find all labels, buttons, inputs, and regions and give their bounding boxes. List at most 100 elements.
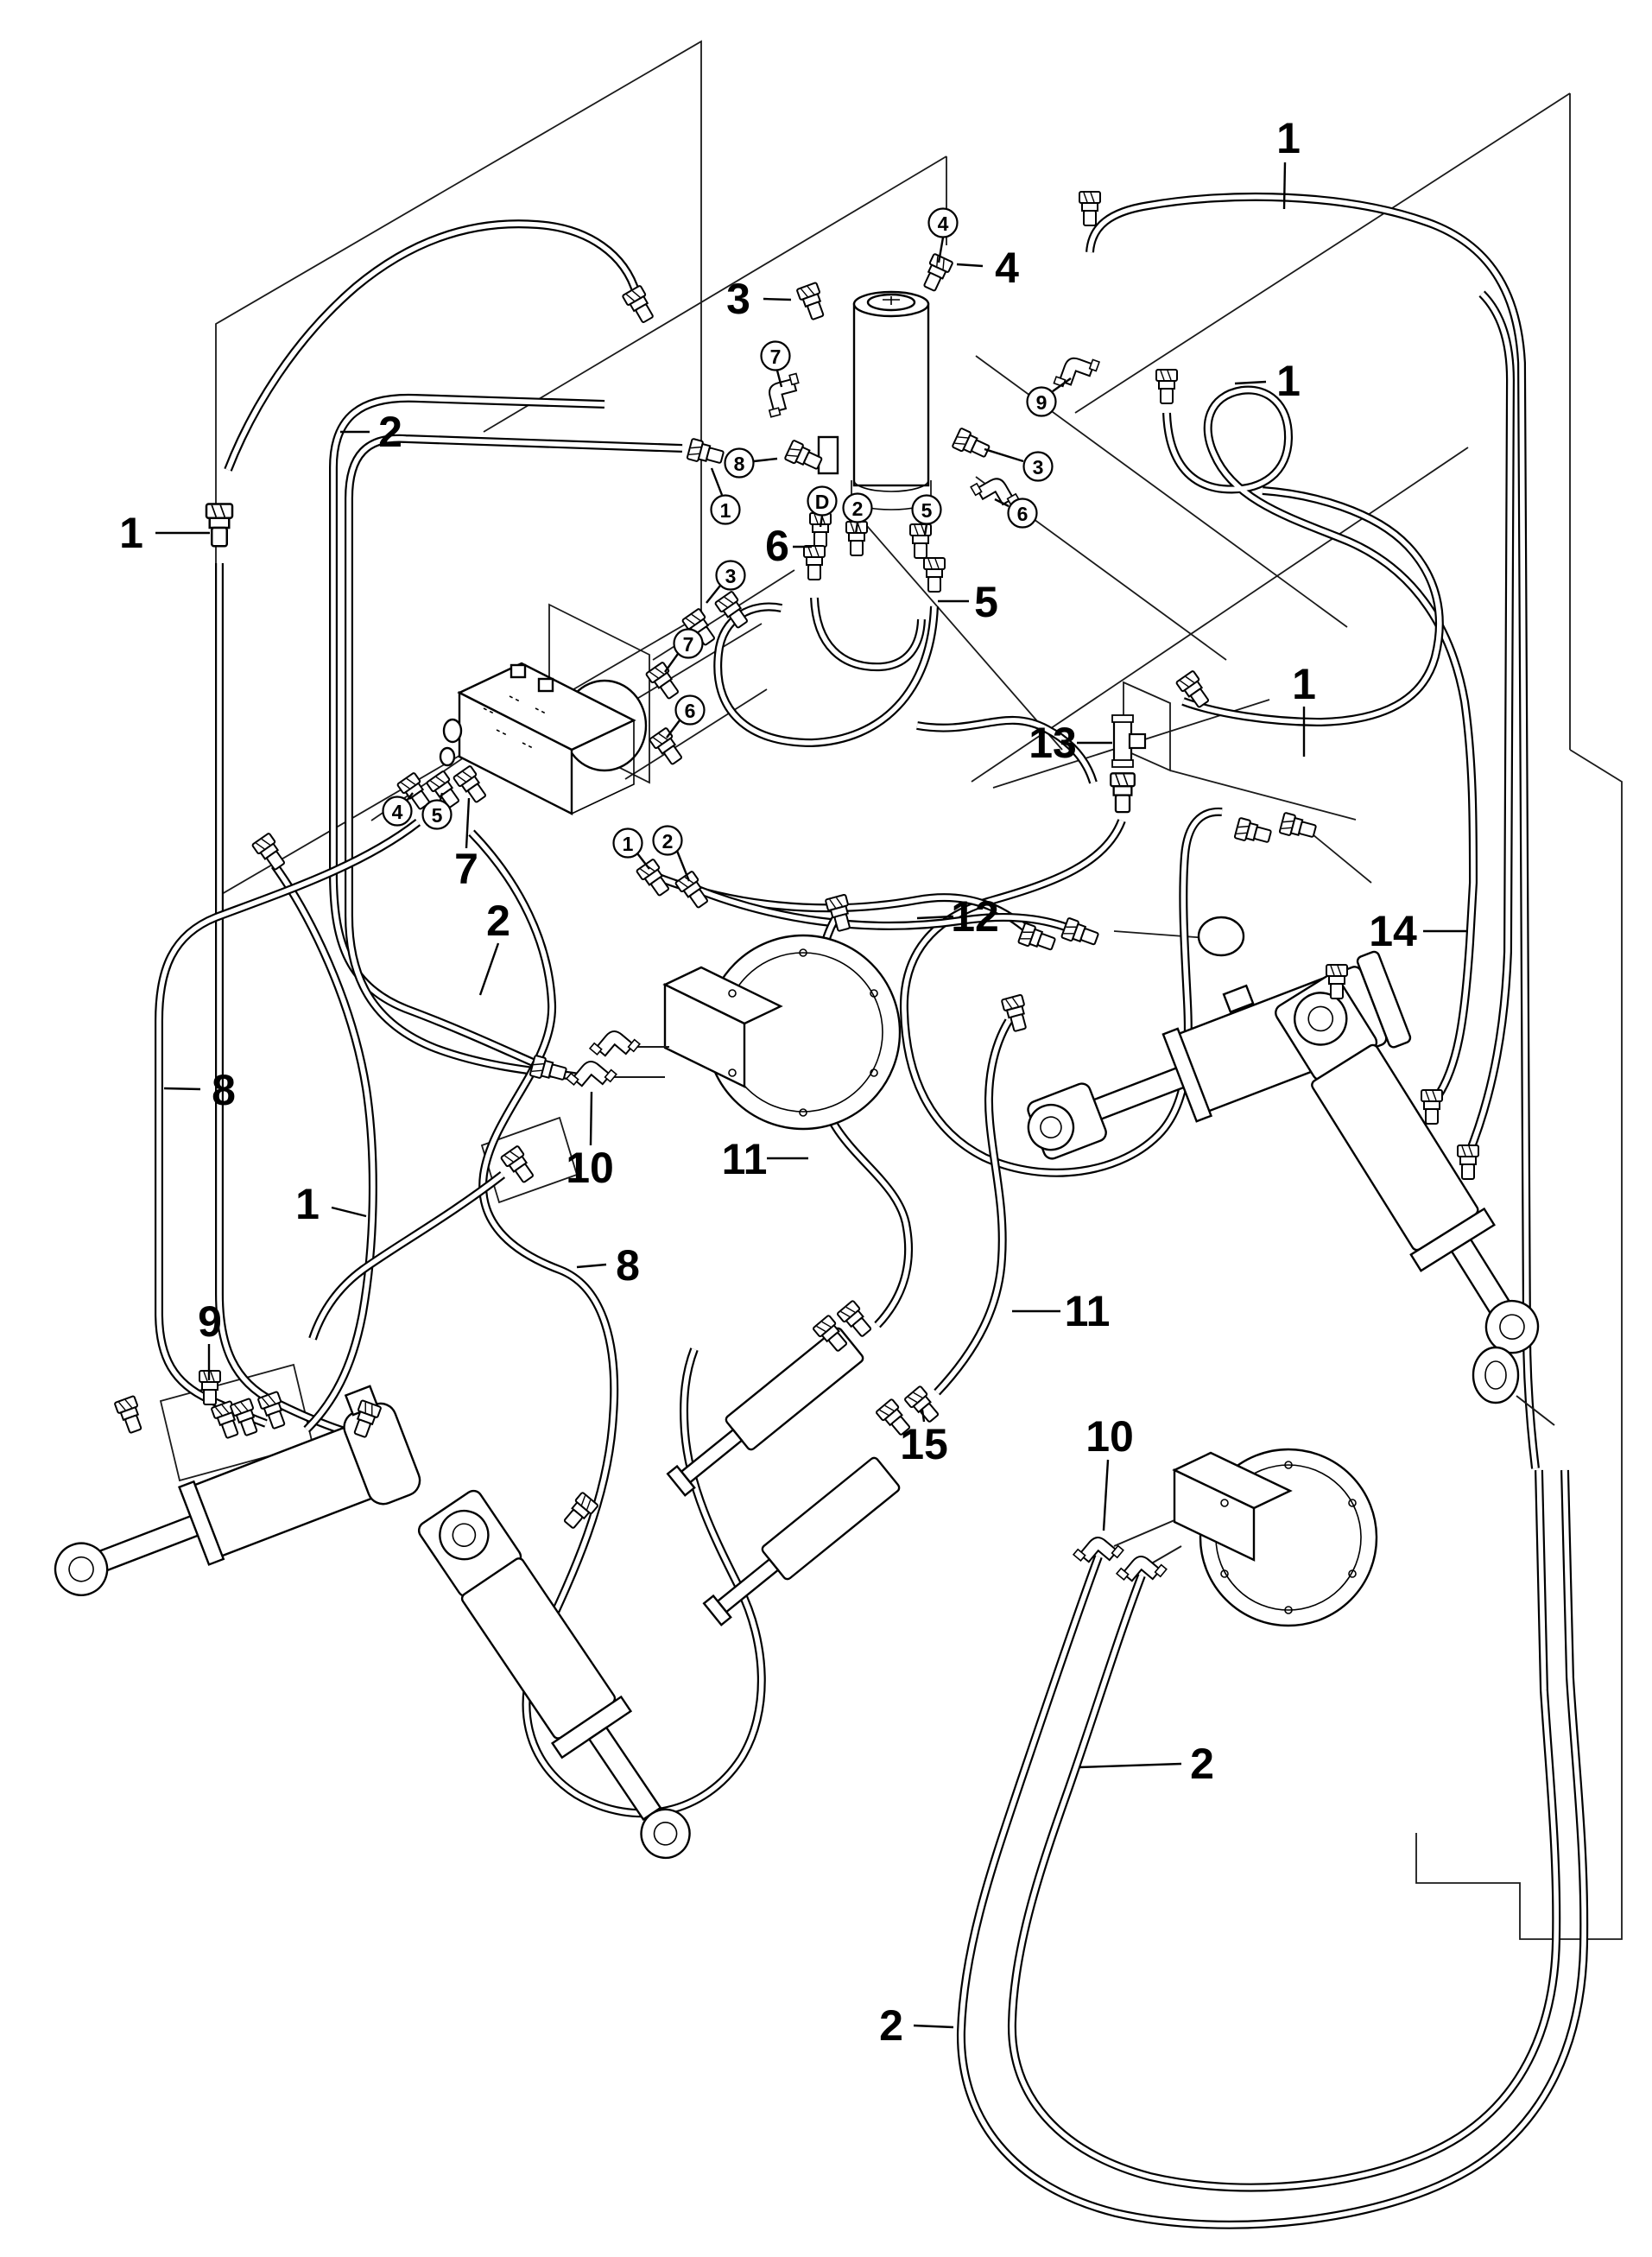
ref-circle-1 xyxy=(710,494,741,525)
leader-line xyxy=(710,467,724,496)
part-label-12: 12 xyxy=(951,892,999,941)
ref-circle-1 xyxy=(612,827,643,859)
ref-label-6: 6 xyxy=(1017,503,1029,525)
part-label-11: 11 xyxy=(722,1135,768,1183)
leader-line xyxy=(956,263,984,268)
part-label-10: 10 xyxy=(566,1144,614,1192)
part-label-2: 2 xyxy=(486,897,510,945)
tilt-cylinder-right xyxy=(1275,973,1540,1354)
leader-line xyxy=(921,1409,926,1423)
grommet xyxy=(1472,1346,1555,1426)
leader-line xyxy=(753,457,778,463)
ref-circle-4 xyxy=(382,796,413,827)
rear-drive-motor xyxy=(1113,1448,1378,1627)
ref-circle-4 xyxy=(927,207,959,238)
part-label-13: 13 xyxy=(1029,719,1077,767)
part-label-2: 2 xyxy=(879,2001,903,2050)
ref-label-5: 5 xyxy=(432,804,443,827)
part-label-14: 14 xyxy=(1369,907,1417,955)
ref-circle-5 xyxy=(421,799,453,830)
leader-line xyxy=(478,942,500,996)
ref-label-2: 2 xyxy=(852,498,864,520)
ref-circle-6 xyxy=(1007,498,1038,529)
part-label-11: 11 xyxy=(1065,1287,1111,1335)
part-label-8: 8 xyxy=(616,1241,640,1290)
ref-circle-6 xyxy=(674,694,706,726)
part-label-6: 6 xyxy=(765,522,789,570)
gas-damper-rear xyxy=(702,1456,901,1626)
ref-label-7: 7 xyxy=(770,346,782,368)
components xyxy=(54,290,1555,1860)
leader-line xyxy=(937,237,945,263)
accumulator-cylinder xyxy=(817,290,932,510)
leader-line xyxy=(916,915,954,920)
ref-label-1: 1 xyxy=(623,833,634,855)
ref-label-7: 7 xyxy=(683,633,694,656)
ref-label-2: 2 xyxy=(662,830,674,853)
leader-line xyxy=(636,853,650,870)
hose-1-left-arc xyxy=(228,224,636,470)
leader-line xyxy=(465,797,471,849)
ref-label-9: 9 xyxy=(1036,391,1048,414)
part-label-1: 1 xyxy=(295,1180,320,1228)
ref-label-1: 1 xyxy=(720,499,731,522)
ref-circle-8 xyxy=(724,447,755,479)
cylinder-port-dome xyxy=(1197,916,1245,957)
hose-1-diagonal xyxy=(275,865,373,1430)
leader-line xyxy=(984,447,1024,463)
hose-6-u xyxy=(814,598,921,667)
hose-14-b xyxy=(1468,294,1510,1156)
ref-label-4: 4 xyxy=(938,212,949,235)
hose-5-u xyxy=(718,606,934,743)
hose-11-rear xyxy=(937,1021,1009,1392)
part-label-4: 4 xyxy=(995,244,1019,292)
leader-line xyxy=(763,297,792,301)
leader-line xyxy=(775,370,783,388)
leader-line xyxy=(819,515,824,528)
part-label-5: 5 xyxy=(974,578,998,626)
ref-circle-3 xyxy=(1022,451,1054,482)
ref-circle-3 xyxy=(715,560,746,591)
part-label-1: 1 xyxy=(119,509,143,557)
part-label-2: 2 xyxy=(1190,1740,1214,1788)
leader-line xyxy=(1102,1459,1110,1531)
ref-circle-D xyxy=(807,485,838,517)
leader-line xyxy=(576,1263,607,1269)
gas-damper-front xyxy=(666,1327,864,1497)
leader-line xyxy=(666,720,680,739)
leader-line xyxy=(163,1087,201,1091)
hose-1-left-down xyxy=(219,563,342,1430)
part-label-1: 1 xyxy=(1292,660,1316,708)
leader-line xyxy=(994,498,1010,508)
part-label-8: 8 xyxy=(212,1066,236,1114)
leader-line xyxy=(589,1091,593,1146)
ref-circle-5 xyxy=(911,494,942,525)
leader-line xyxy=(913,2024,954,2029)
leader-line xyxy=(439,792,444,801)
part-label-9: 9 xyxy=(198,1297,222,1346)
hoses xyxy=(159,197,1584,2225)
leader-line xyxy=(923,523,928,536)
leader-line xyxy=(664,653,679,673)
ref-circle-9 xyxy=(1026,386,1057,417)
ref-label-8: 8 xyxy=(734,453,745,475)
leader-line xyxy=(1079,1762,1182,1769)
leader-line xyxy=(406,792,414,802)
leader-line xyxy=(854,522,859,535)
ref-label-3: 3 xyxy=(1033,456,1044,479)
part-label-1: 1 xyxy=(1276,114,1301,162)
part-label-2: 2 xyxy=(378,408,402,456)
ref-label-6: 6 xyxy=(685,700,696,722)
control-valve-block xyxy=(439,662,648,815)
part-label-10: 10 xyxy=(1086,1412,1134,1461)
lift-cylinder-left xyxy=(417,1489,691,1860)
leader-lines xyxy=(155,162,1468,2029)
ref-label-4: 4 xyxy=(392,801,403,823)
leader-line xyxy=(706,585,721,604)
leader-line xyxy=(1234,380,1267,385)
front-drive-motor xyxy=(601,934,902,1131)
leader-line xyxy=(1052,377,1072,392)
